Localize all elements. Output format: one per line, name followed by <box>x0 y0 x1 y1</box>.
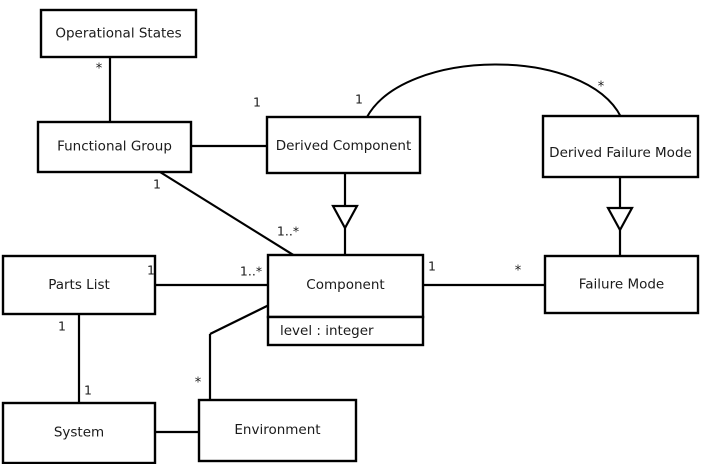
class-name-functional-group: Functional Group <box>57 139 172 155</box>
class-box-parts-list[interactable]: Parts List <box>1 254 157 316</box>
class-box-derived-failure-mode-frame <box>541 114 700 179</box>
class-box-component-attributes-frame <box>266 315 425 347</box>
multiplicity-functional-group-component-one: 1 <box>153 177 161 192</box>
class-box-failure-mode-frame <box>543 254 700 315</box>
multiplicity-parts-list-system-bottom: 1 <box>84 383 92 398</box>
multiplicity-parts-list-system-top: 1 <box>58 319 66 334</box>
multiplicity-operational-states-star: * <box>96 62 103 77</box>
class-box-operational-states[interactable]: Operational States <box>39 8 198 59</box>
class-box-component[interactable]: Component level : integer <box>266 253 425 347</box>
class-box-environment[interactable]: Environment <box>197 398 358 463</box>
multiplicity-component-failure-mode-one: 1 <box>428 259 436 274</box>
class-name-derived-component: Derived Component <box>276 138 412 154</box>
class-name-environment: Environment <box>234 422 320 438</box>
connector-component-environment-diagonal[interactable] <box>209 304 270 335</box>
multiplicity-arc-derived-component-one: 1 <box>355 92 363 107</box>
class-box-system[interactable]: System <box>1 401 157 464</box>
class-name-component: Component <box>306 277 384 293</box>
class-box-component-frame <box>266 253 425 319</box>
class-box-environment-frame <box>197 398 358 463</box>
class-box-functional-group-frame <box>36 120 193 174</box>
class-name-system: System <box>54 425 104 441</box>
connector-derived-component-derived-failure-mode[interactable] <box>366 63 622 118</box>
multiplicity-functional-group-component-many: 1..* <box>277 224 299 239</box>
class-box-functional-group[interactable]: Functional Group <box>36 120 193 174</box>
class-name-failure-mode: Failure Mode <box>579 277 665 293</box>
multiplicity-arc-derived-failure-mode-star: * <box>598 80 605 95</box>
multiplicity-environment-star: * <box>195 376 202 391</box>
class-attribute-component-level: level : integer <box>280 323 374 339</box>
class-box-operational-states-frame <box>39 8 198 59</box>
class-name-derived-failure-mode: Derived Failure Mode <box>549 145 692 161</box>
multiplicity-parts-list-one: 1 <box>147 263 155 278</box>
multiplicity-parts-list-component-many: 1..* <box>240 264 262 279</box>
connector-functional-group-component[interactable] <box>159 171 296 257</box>
multiplicity-functional-group-derived-component: 1 <box>253 95 261 110</box>
class-name-parts-list: Parts List <box>48 277 110 293</box>
class-name-operational-states: Operational States <box>55 26 181 42</box>
class-box-derived-component-frame <box>265 115 422 175</box>
class-box-system-frame <box>1 401 157 464</box>
class-box-derived-failure-mode[interactable]: Derived Failure Mode <box>541 114 700 179</box>
class-box-parts-list-frame <box>1 254 157 316</box>
multiplicity-component-failure-mode-star: * <box>515 264 522 279</box>
generalization-triangle-failure-mode <box>606 206 634 233</box>
class-box-failure-mode[interactable]: Failure Mode <box>543 254 700 315</box>
class-box-derived-component[interactable]: Derived Component <box>265 115 422 175</box>
generalization-triangle-component <box>331 204 359 231</box>
